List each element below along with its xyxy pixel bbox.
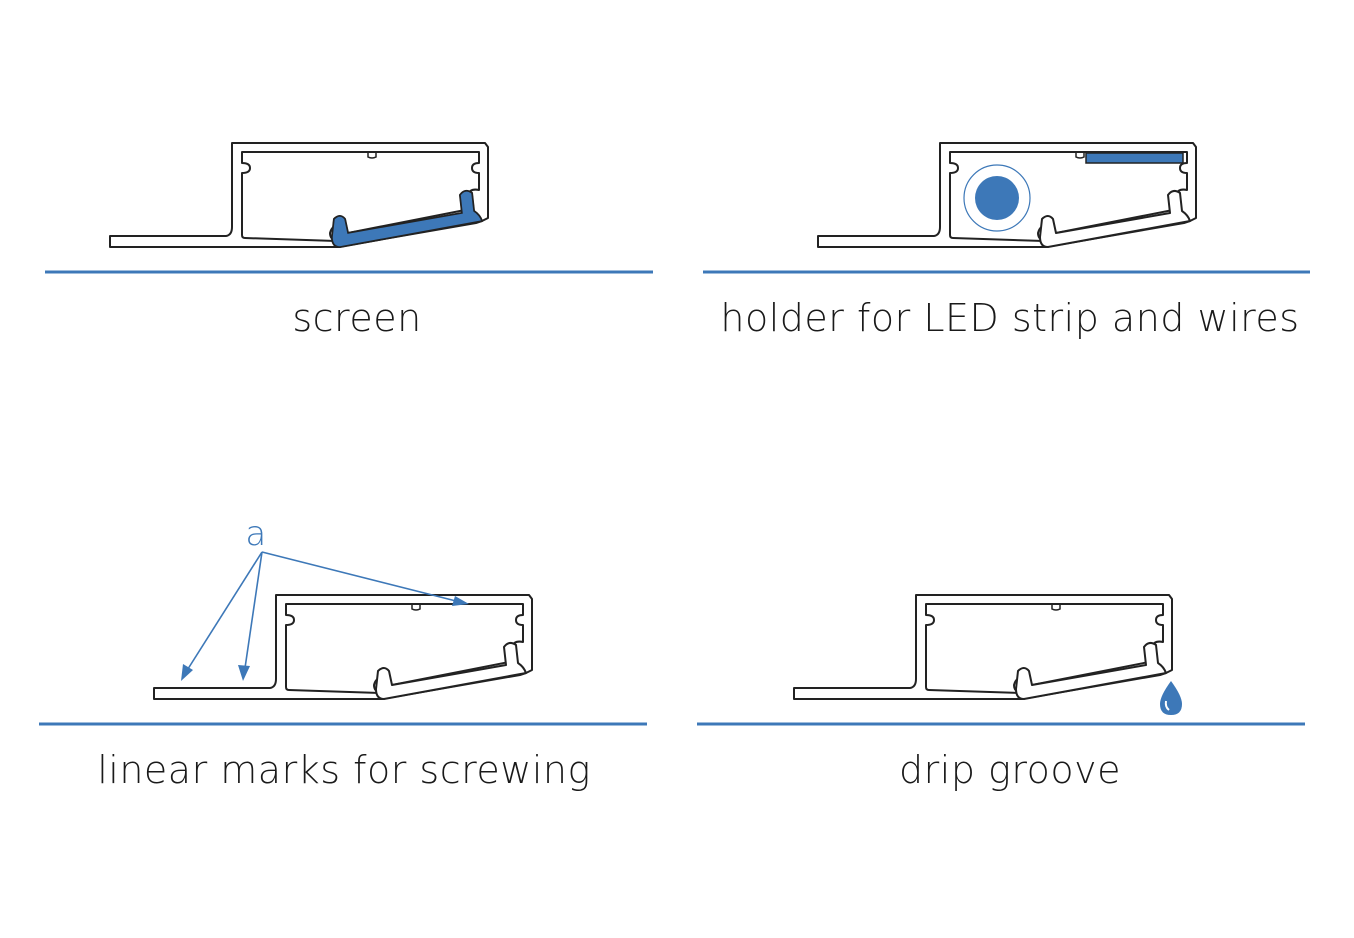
callout-letter-a: a: [245, 514, 267, 554]
water-drop-icon: [1160, 681, 1182, 715]
panel-drip-groove: [697, 594, 1305, 726]
led-strip-icon: [1085, 152, 1184, 164]
panel-linear-marks: [39, 551, 647, 726]
label-linear-marks: linear marks for screwing: [97, 748, 591, 792]
panel-screen: [45, 142, 653, 274]
panel-led-holder: [703, 142, 1310, 274]
wire-channel-outline: [963, 164, 1031, 232]
wire-bundle-icon: [975, 176, 1019, 220]
aluminium-profile: [793, 594, 1173, 700]
label-led-holder: holder for LED strip and wires: [720, 296, 1300, 340]
label-drip-groove: drip groove: [899, 748, 1121, 792]
screen-diffuser: [331, 190, 483, 248]
aluminium-profile: [109, 142, 489, 248]
label-screen: screen: [292, 296, 422, 340]
callout-arrows: [181, 551, 469, 681]
aluminium-profile: [153, 594, 533, 700]
